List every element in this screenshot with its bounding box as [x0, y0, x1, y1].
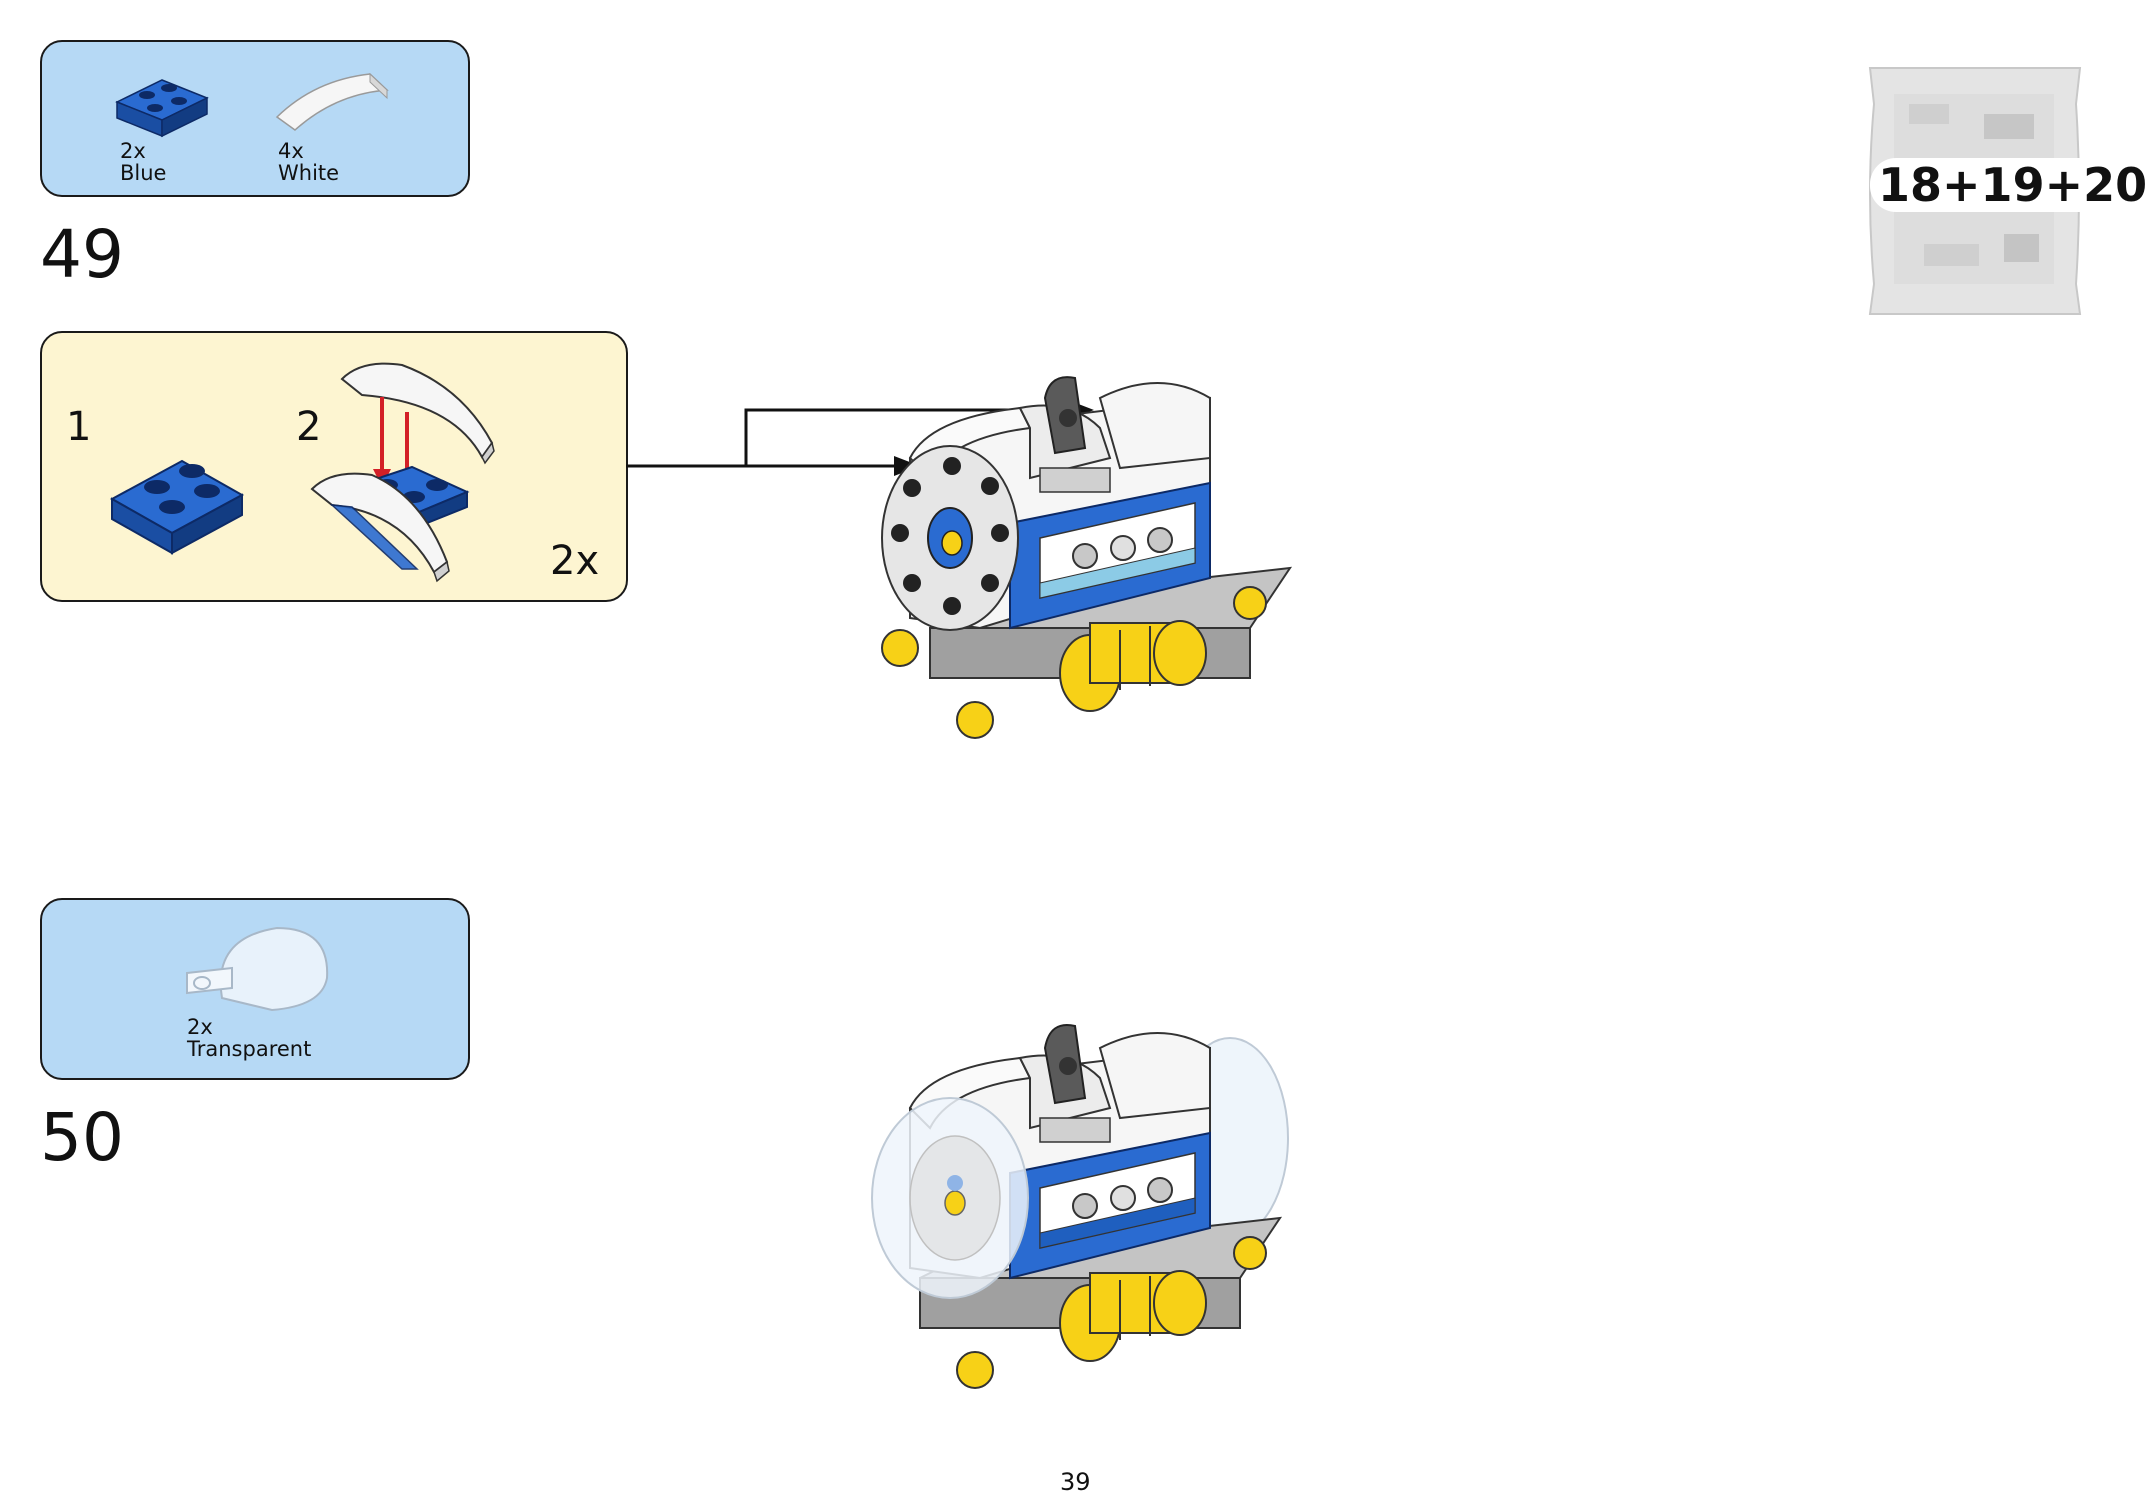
bag-number-label: 18+19+20: [1870, 158, 2155, 212]
sub-step-1-blue-plate: [109, 459, 245, 555]
page-number: 39: [1060, 1468, 1091, 1496]
part-color-transparent: Transparent: [187, 1037, 312, 1061]
submarine-model-step-50: [871, 1024, 1289, 1389]
part-qty-transparent: 2x: [187, 1015, 213, 1039]
part-color-blue: Blue: [120, 161, 167, 185]
submarine-model-step-49: [881, 376, 1293, 739]
step-number-49: 49: [40, 216, 124, 293]
parts-list-box-step-50: 2x Transparent: [40, 898, 470, 1080]
part-qty-blue: 2x: [120, 139, 146, 163]
submodel-multiplier: 2x: [550, 538, 600, 584]
submodel-box-step-49: 1 2 2x: [40, 331, 628, 602]
blue-plate-2x2-part: [115, 79, 209, 138]
sub-step-2-assembly: [310, 362, 495, 583]
step-number-50: 50: [40, 1099, 124, 1176]
transparent-dome-part: [186, 926, 329, 1012]
parts-list-box-step-49: 2x Blue 4x White: [40, 40, 470, 197]
sub-step-number-1: 1: [66, 404, 92, 450]
bag-icon: 18+19+20: [1864, 64, 2155, 318]
white-curved-slope-part: [275, 72, 389, 131]
part-qty-white: 4x: [278, 139, 304, 163]
part-color-white: White: [278, 161, 340, 185]
sub-step-number-2: 2: [296, 404, 322, 450]
